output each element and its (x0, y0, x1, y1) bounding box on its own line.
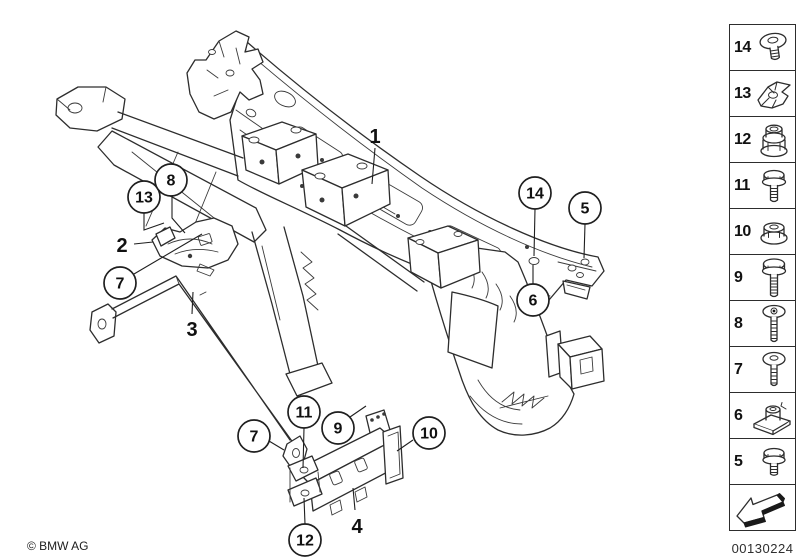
legend-direction-arrow[interactable] (729, 484, 796, 531)
diagram-number: 00130224 (725, 541, 799, 556)
legend-number: 10 (734, 222, 751, 240)
legend-item-10[interactable]: 10 (729, 208, 796, 255)
copyright-text: © BMW AG (27, 539, 89, 553)
legend-item-5[interactable]: 5 (729, 438, 796, 485)
svg-text:6: 6 (529, 293, 538, 310)
legend-item-9[interactable]: 9 (729, 254, 796, 301)
svg-text:1: 1 (369, 126, 380, 148)
callout-2[interactable]: 2 (116, 235, 154, 257)
legend-item-11[interactable]: 11 (729, 162, 796, 209)
callout-14[interactable]: 14 (518, 176, 552, 257)
callout-1[interactable]: 1 (369, 126, 381, 185)
torx-pan-screw-icon (754, 302, 794, 346)
callout-7[interactable]: 7 (103, 233, 203, 300)
cross-member (186, 30, 605, 301)
svg-text:12: 12 (296, 533, 314, 550)
legend-number: 6 (734, 406, 743, 424)
hex-flange-bolt-long-icon (754, 256, 794, 300)
svg-text:11: 11 (296, 405, 313, 422)
flat-head-screw-icon (754, 28, 794, 68)
callout-9[interactable]: 9 (321, 405, 367, 445)
copyright-notice: © BMW AG (27, 539, 89, 553)
fastener-legend: 14 13 12 11 10 9 8 7 6 5 (729, 24, 796, 531)
callout-10[interactable]: 10 (396, 416, 446, 452)
legend-item-12[interactable]: 12 (729, 116, 796, 163)
right-support-tower (407, 225, 605, 436)
callout-13[interactable]: 13 (127, 180, 165, 231)
callout-4[interactable]: 4 (351, 487, 363, 538)
spring-clip-icon (754, 74, 794, 114)
svg-text:5: 5 (581, 201, 590, 218)
legend-item-8[interactable]: 8 (729, 300, 796, 347)
callout-11[interactable]: 11 (287, 395, 321, 469)
legend-number: 13 (734, 84, 751, 102)
legend-item-6[interactable]: 6 (729, 392, 796, 439)
legend-item-13[interactable]: 13 (729, 70, 796, 117)
callout-6[interactable]: 6 (516, 265, 550, 317)
legend-number: 12 (734, 130, 751, 148)
svg-text:3: 3 (186, 319, 197, 341)
svg-text:10: 10 (420, 426, 438, 443)
svg-text:13: 13 (135, 190, 153, 207)
direction-arrow-icon (733, 488, 791, 528)
callout-7[interactable]: 7 (237, 419, 285, 453)
legend-number: 11 (734, 176, 750, 194)
svg-text:8: 8 (167, 173, 176, 190)
hex-flange-bolt-icon (754, 166, 794, 206)
svg-text:4: 4 (351, 516, 363, 538)
legend-number: 9 (734, 268, 743, 286)
pan-head-screw-icon (754, 349, 794, 391)
flange-nut-icon (754, 212, 794, 252)
stabilizer-bar (89, 275, 308, 467)
callout-3[interactable]: 3 (186, 291, 198, 341)
svg-text:7: 7 (250, 429, 259, 446)
legend-number: 7 (734, 360, 743, 378)
cage-nut-icon (750, 395, 794, 437)
callout-12[interactable]: 12 (288, 497, 322, 557)
svg-text:14: 14 (526, 186, 544, 203)
svg-text:2: 2 (116, 235, 127, 257)
legend-number: 14 (734, 38, 751, 56)
legend-item-7[interactable]: 7 (729, 346, 796, 393)
callout-5[interactable]: 5 (568, 191, 602, 259)
legend-number: 5 (734, 452, 743, 470)
cap-flange-nut-icon (754, 120, 794, 160)
svg-text:7: 7 (116, 276, 125, 293)
diagram-number-text: 00130224 (731, 541, 794, 556)
legend-item-14[interactable]: 14 (729, 24, 796, 71)
clip-bracket (151, 217, 239, 277)
svg-text:9: 9 (334, 421, 343, 438)
lower-mount-bracket (287, 409, 404, 516)
callout-8[interactable]: 8 (154, 163, 188, 234)
hex-flange-screw-short-icon (754, 443, 794, 481)
legend-number: 8 (734, 314, 743, 332)
